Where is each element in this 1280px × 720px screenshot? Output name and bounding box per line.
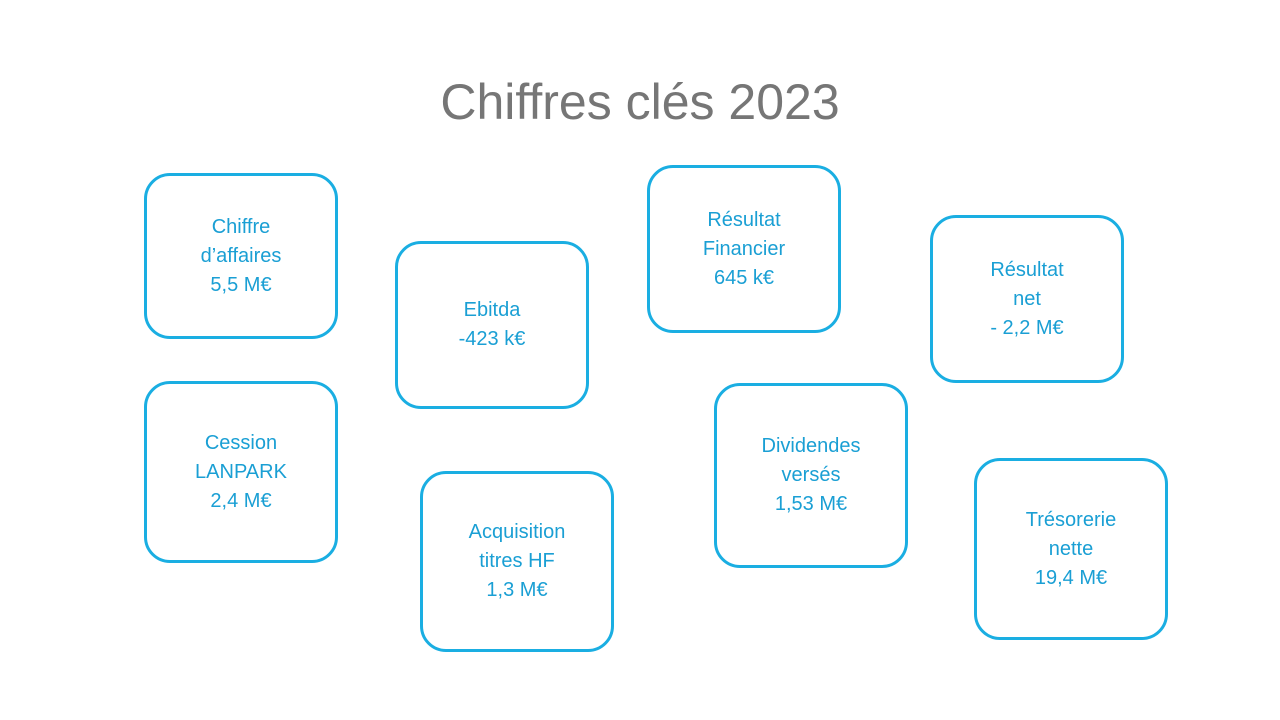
kpi-label: d’affaires [200, 244, 282, 267]
kpi-card-tresorerie: Trésorerie nette 19,4 M€ [974, 458, 1168, 640]
kpi-label: Acquisition [468, 521, 566, 543]
kpi-card-chiffre-affaires: Chiffre d’affaires 5,5 M€ [144, 173, 338, 339]
kpi-value: 1,3 M€ [486, 579, 548, 601]
kpi-card-resultat-net: Résultat net - 2,2 M€ [930, 215, 1124, 383]
kpi-label: Résultat [707, 208, 781, 231]
kpi-card-acquisition-titres: Acquisition titres HF 1,3 M€ [420, 471, 614, 652]
kpi-label: Ebitda [463, 299, 521, 321]
kpi-value: - 2,2 M€ [990, 316, 1064, 339]
kpi-label: versés [781, 464, 841, 486]
kpi-label: Chiffre [211, 215, 271, 238]
kpi-label: Résultat [990, 258, 1064, 281]
kpi-card-resultat-financier: Résultat Financier 645 k€ [647, 165, 841, 333]
kpi-label: Trésorerie [1025, 508, 1117, 531]
kpi-value: 19,4 M€ [1034, 566, 1108, 589]
kpi-value: 1,53 M€ [774, 493, 848, 515]
kpi-card-dividendes: Dividendes versés 1,53 M€ [714, 383, 908, 568]
kpi-label: LANPARK [195, 460, 287, 483]
kpi-value: 5,5 M€ [210, 273, 272, 296]
kpi-label: titres HF [479, 550, 555, 572]
kpi-card-cession-lanpark: Cession LANPARK 2,4 M€ [144, 381, 338, 563]
page-title: Chiffres clés 2023 [440, 74, 840, 130]
kpi-label: Financier [702, 237, 786, 260]
kpi-label: Dividendes [761, 435, 861, 457]
kpi-value: 2,4 M€ [210, 489, 272, 512]
kpi-label: net [1013, 287, 1041, 310]
kpi-value: -423 k€ [458, 328, 526, 350]
kpi-label: Cession [204, 431, 278, 454]
kpi-label: nette [1048, 537, 1094, 560]
kpi-card-ebitda: Ebitda -423 k€ [395, 241, 589, 409]
kpi-value: 645 k€ [713, 266, 775, 289]
